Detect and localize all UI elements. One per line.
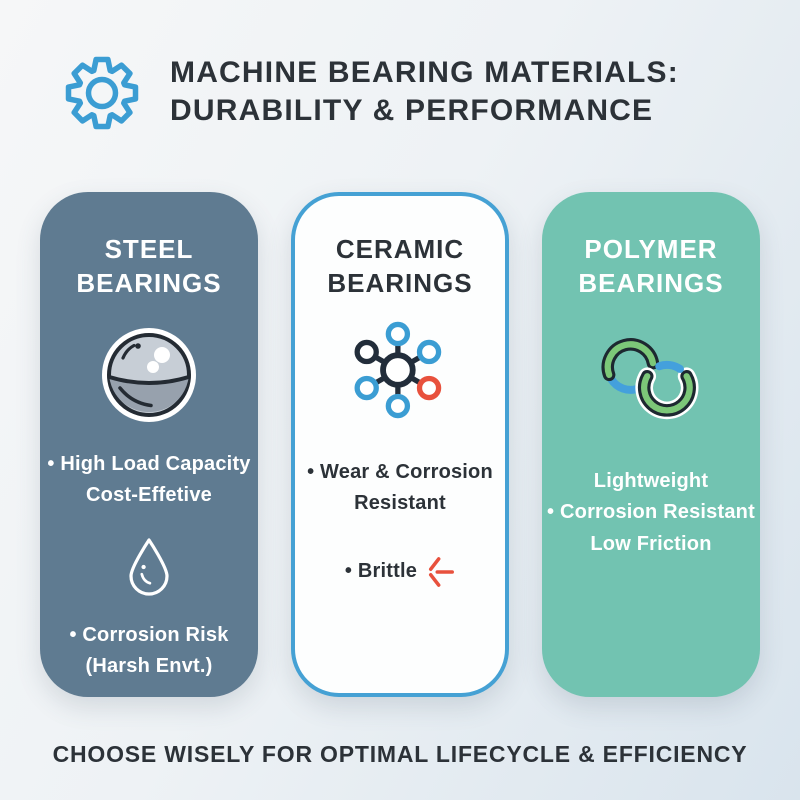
feature-lightweight: Lightweight (593, 469, 709, 492)
feature-corrosion-resistant: • Corrosion Resistant (547, 501, 755, 524)
feature-wear-corrosion: • Wear & Corrosion (307, 460, 493, 483)
feature-harsh-envt: (Harsh Envt.) (85, 655, 213, 678)
steel-features-top: • High Load Capacity Cost-Effetive (47, 449, 250, 512)
card-ceramic-bearings: CERAMIC BEARINGS (291, 192, 509, 697)
card-polymer-bearings: POLYMER BEARINGS (542, 192, 760, 697)
feature-resistant: Resistant (354, 492, 446, 515)
card-title-line2: BEARINGS (578, 268, 724, 299)
card-title-line2: BEARINGS (76, 268, 222, 299)
ceramic-features-bottom: • Brittle (345, 556, 455, 588)
card-title-line2: BEARINGS (327, 268, 473, 299)
card-title-line1: STEEL (104, 234, 194, 264)
droplet-icon (122, 534, 176, 600)
card-title: POLYMER BEARINGS (578, 232, 723, 301)
feature-brittle: • Brittle (344, 559, 418, 582)
page-title-line2: DURABILITY & PERFORMANCE (170, 94, 654, 128)
polymer-features: Lightweight • Corrosion Resistant Low Fr… (547, 466, 755, 561)
card-title: STEEL BEARINGS (76, 232, 221, 301)
page-title: MACHINE BEARING MATERIALS: DURABILITY & … (170, 54, 679, 130)
feature-high-load-capacity: • High Load Capacity (47, 452, 251, 475)
card-steel-bearings: STEEL BEARINGS • High Load Capacity (40, 192, 258, 697)
footer-tagline: CHOOSE WISELY FOR OPTIMAL LIFECYCLE & EF… (52, 741, 748, 767)
ball-bearing-icon (99, 325, 199, 425)
ceramic-features-top: • Wear & Corrosion Resistant (307, 457, 493, 520)
card-title-line1: POLYMER (584, 234, 718, 264)
card-title-line1: CERAMIC (335, 234, 465, 264)
molecule-icon (347, 317, 453, 423)
cards-row: STEEL BEARINGS • High Load Capacity (0, 192, 800, 697)
interlocking-rings-icon (594, 333, 708, 424)
page-title-line1: MACHINE BEARING MATERIALS: (170, 56, 679, 89)
header: MACHINE BEARING MATERIALS: DURABILITY & … (62, 52, 679, 134)
crack-icon (429, 556, 455, 587)
steel-features-bottom: • Corrosion Risk (Harsh Envt.) (69, 620, 228, 683)
feature-low-friction: Low Friction (590, 532, 712, 555)
gear-icon (65, 56, 139, 130)
feature-cost-effective: Cost-Effetive (86, 484, 212, 507)
feature-corrosion-risk: • Corrosion Risk (69, 623, 229, 646)
card-title: CERAMIC BEARINGS (327, 232, 472, 301)
